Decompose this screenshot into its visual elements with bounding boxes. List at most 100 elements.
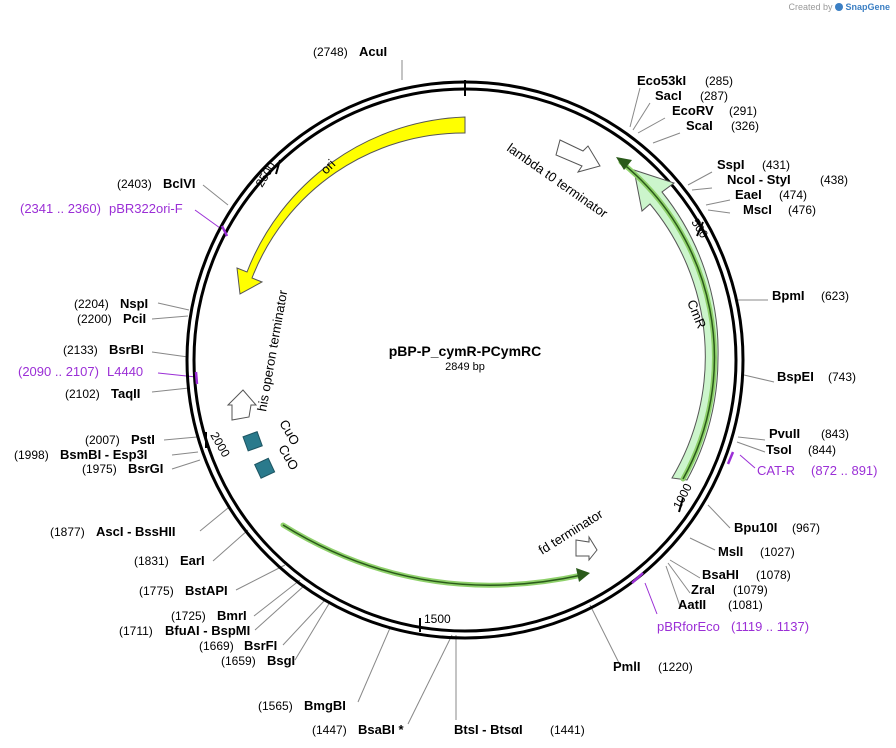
enzyme-position: (743) [828,370,856,384]
primer-name: CAT-R [757,463,795,478]
enzyme-name: ScaI [686,118,713,133]
snapgene-logo-icon [835,3,844,11]
enzyme-position: (291) [729,104,757,118]
enzyme-position: (1669) [199,639,234,653]
enzyme-labels: (2748) AcuI Eco53kI (285) SacI (287) Eco… [14,44,856,737]
primer-leader-lines [157,209,756,615]
primer-name: pBR322ori-F [109,201,183,216]
enzyme-name: SspI [717,157,744,172]
enzyme-name: TaqII [111,386,140,401]
mcs-arrow-bottom [280,522,585,588]
enzyme-name: MslI [718,544,743,559]
enzyme-position: (2102) [65,387,100,401]
enzyme-name: BsrBI [109,342,144,357]
enzyme-name: MscI [743,202,772,217]
enzyme-position: (2200) [77,312,112,326]
enzyme-name: PciI [123,311,146,326]
primer-range: (872 .. 891) [811,463,878,478]
tick-label: 1500 [424,612,451,626]
feature-label-cuo-2: CuO [275,442,301,473]
credit-prefix: Created by [788,2,833,12]
enzyme-position: (1975) [82,462,117,476]
enzyme-name: Eco53kI [637,73,686,88]
enzyme-name: BclVI [163,176,196,191]
enzyme-name: AcuI [359,44,387,59]
features [226,116,719,588]
enzyme-position: (2748) [313,45,348,59]
enzyme-name: TsoI [766,442,792,457]
tick-label: 2500 [253,159,279,189]
enzyme-name: BsrGI [128,461,163,476]
enzyme-position: (2204) [74,297,109,311]
enzyme-position: (474) [779,188,807,202]
primer-range: (1119 .. 1137) [731,619,809,634]
enzyme-name: BpmI [772,288,805,303]
enzyme-position: (2403) [117,177,152,191]
ori-feature [236,116,466,295]
enzyme-position: (623) [821,289,849,303]
enzyme-position: (431) [762,158,790,172]
enzyme-position: (2007) [85,433,120,447]
plasmid-name: pBP-P_cymR-PCymRC [389,343,541,359]
enzyme-name: BspEI [777,369,814,384]
enzyme-name: EaeI [735,187,762,202]
his-operon-terminator-icon [226,389,258,421]
enzyme-name: BmgBI [304,698,346,713]
enzyme-position: (1775) [139,584,174,598]
feature-label-his-operon: his operon terminator [254,288,290,412]
enzyme-position: (1877) [50,525,85,539]
enzyme-name: AatII [678,597,706,612]
enzyme-name: BsaBI * [358,722,404,737]
primer-name: pBRforEco [657,619,720,634]
enzyme-position: (438) [820,173,848,187]
enzyme-leader-lines [151,60,775,725]
enzyme-name: NspI [120,296,148,311]
enzyme-name: NcoI - StyI [727,172,791,187]
primer-name: L4440 [107,364,143,379]
enzyme-name: PmlI [613,659,640,674]
enzyme-position: (843) [821,427,849,441]
primer-labels: CAT-R (872 .. 891) pBRforEco (1119 .. 11… [18,201,878,634]
enzyme-name: SacI [655,88,682,103]
tick-marks [205,80,704,632]
enzyme-position: (326) [731,119,759,133]
primer-marks [194,225,735,584]
enzyme-name: AscI - BssHII [96,524,175,539]
enzyme-name: EarI [180,553,205,568]
enzyme-position: (1081) [728,598,763,612]
enzyme-name: BtsI - BtsαI [454,722,523,737]
enzyme-position: (1831) [134,554,169,568]
plasmid-length: 2849 bp [445,361,485,373]
enzyme-position: (967) [792,521,820,535]
enzyme-name: ZraI [691,582,715,597]
lambda-t0-terminator-icon [555,139,601,173]
enzyme-position: (287) [700,89,728,103]
enzyme-position: (285) [705,74,733,88]
enzyme-name: BsmBI - Esp3I [60,447,147,462]
cuo-box-1 [242,431,263,452]
enzyme-position: (476) [788,203,816,217]
plasmid-center-label: pBP-P_cymR-PCymRC 2849 bp [389,343,541,373]
enzyme-name: BsaHI [702,567,739,582]
tick-labels: 500 1000 1500 2000 2500 [207,159,711,626]
enzyme-name: PstI [131,432,155,447]
primer-range: (2341 .. 2360) [20,201,101,216]
cmr-feature [633,169,719,481]
cuo-box-2 [254,457,276,479]
enzyme-position: (1565) [258,699,293,713]
enzyme-position: (1027) [760,545,795,559]
enzyme-name: BstAPI [185,583,228,598]
enzyme-position: (1725) [171,609,206,623]
enzyme-name: BfuAI - BspMI [165,623,250,638]
enzyme-position: (1441) [550,723,585,737]
enzyme-name: BsrFI [244,638,277,653]
enzyme-position: (1998) [14,448,49,462]
enzyme-position: (1079) [733,583,768,597]
enzyme-name: Bpu10I [734,520,777,535]
enzyme-name: PvuII [769,426,800,441]
enzyme-position: (2133) [63,343,98,357]
enzyme-name: BsgI [267,653,295,668]
enzyme-name: BmrI [217,608,247,623]
enzyme-position: (1078) [756,568,791,582]
